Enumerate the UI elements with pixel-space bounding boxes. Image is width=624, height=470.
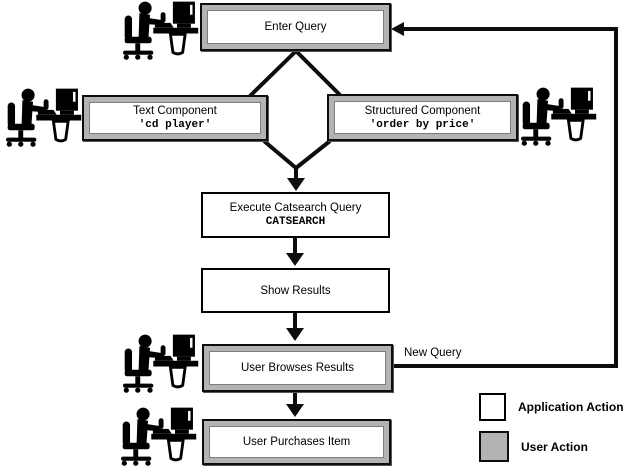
node-text-component: Text Component 'cd player' (82, 95, 268, 141)
user-action-swatch (479, 431, 509, 462)
legend-application-action: Application Action (479, 393, 624, 421)
application-action-swatch (479, 393, 506, 421)
node-label: Show Results (260, 284, 331, 297)
node-show-results: Show Results (201, 268, 390, 313)
node-user-browses-results-inner: User Browses Results (209, 351, 386, 385)
node-code: 'order by price' (369, 118, 476, 131)
node-label: Text Component (133, 105, 217, 117)
node-text-component-inner: Text Component 'cd player' (89, 102, 261, 134)
node-label: Structured Component (364, 104, 481, 117)
node-label: Enter Query (264, 21, 327, 33)
node-user-purchases-item-inner: User Purchases Item (209, 426, 384, 458)
node-execute-catsearch-query-inner: Execute Catsearch Query CATSEARCH (203, 194, 388, 236)
node-user-purchases-item: User Purchases Item (202, 419, 391, 465)
node-enter-query-inner: Enter Query (207, 10, 384, 44)
person-at-computer-icon (516, 86, 598, 153)
node-structured-component: Structured Component 'order by price' (327, 94, 518, 141)
node-execute-catsearch-query: Execute Catsearch Query CATSEARCH (201, 192, 390, 238)
node-structured-component-inner: Structured Component 'order by price' (334, 101, 511, 134)
legend-label: Application Action (518, 400, 624, 414)
node-show-results-inner: Show Results (203, 270, 388, 311)
node-user-browses-results: User Browses Results (202, 344, 393, 392)
node-code: CATSEARCH (265, 216, 326, 228)
node-label: User Browses Results (240, 362, 355, 374)
person-at-computer-icon (118, 333, 200, 400)
node-label: User Purchases Item (242, 436, 351, 448)
legend-user-action: User Action (479, 431, 588, 462)
person-at-computer-icon (116, 406, 198, 470)
node-code: 'cd player' (138, 119, 212, 131)
node-enter-query: Enter Query (200, 3, 391, 51)
edge-label-new-query: New Query (404, 347, 462, 359)
legend-label: User Action (521, 439, 588, 454)
node-label: Execute Catsearch Query (229, 202, 362, 214)
person-at-computer-icon (1, 87, 83, 154)
person-at-computer-icon (118, 0, 200, 67)
